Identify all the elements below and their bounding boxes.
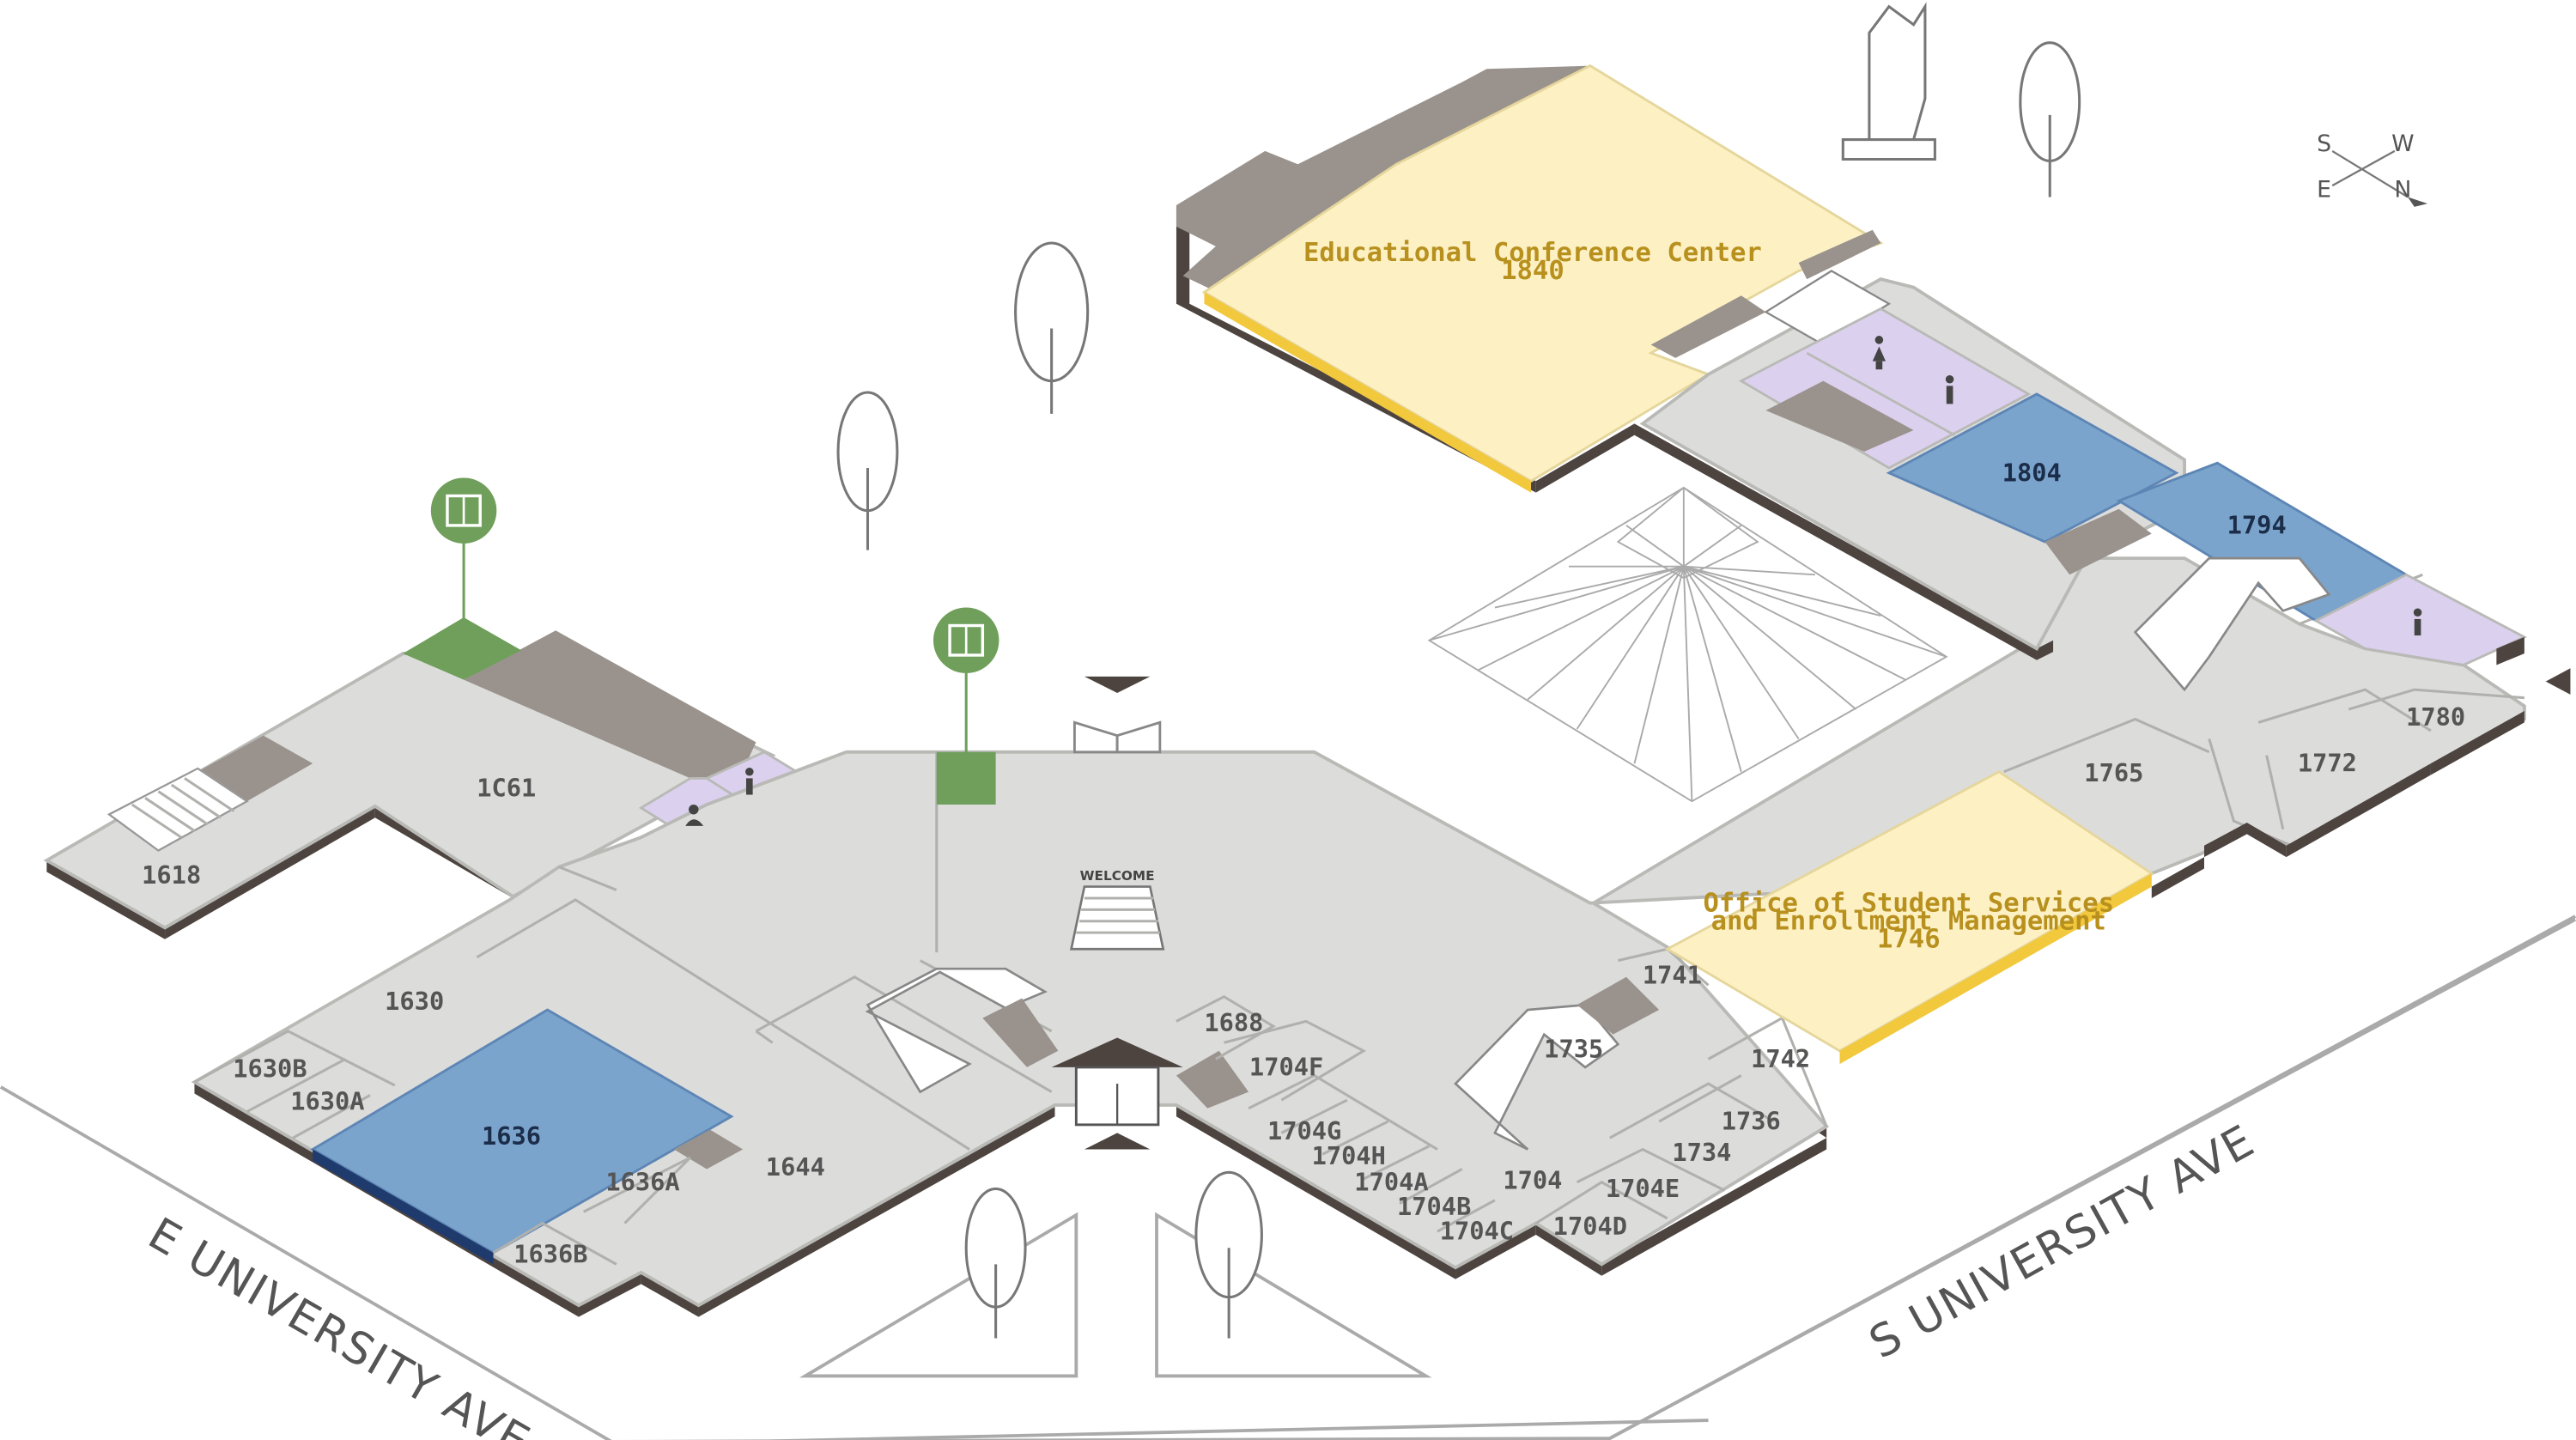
conference-name-label: Educational Conference Center [1303,238,1762,268]
women-restroom-icon [1872,336,1886,370]
conference-room-label: 1840 [1501,256,1564,286]
room-label: 1735 [1544,1034,1603,1063]
room-label: 1704C [1440,1217,1514,1246]
nursing-room-icon [685,804,704,826]
lawn-left [799,1212,1078,1378]
stair-east [1454,1003,1620,1151]
conference-service [1176,65,1594,296]
west-wing-service [464,630,756,779]
room-label: 1704G [1267,1116,1341,1145]
entrance-arrow-icon [1084,676,1151,693]
men-restroom-icon [1945,374,1954,404]
welcome-desk [1069,885,1165,951]
compass-w: W [2391,131,2414,157]
elevator-tile-center [936,751,996,805]
room-label: 1636B [513,1239,587,1268]
elevator-icon[interactable] [430,477,497,644]
room-label: 1688 [1204,1008,1263,1037]
men-restroom-icon [745,767,754,795]
room-label: 1780 [2406,702,2465,732]
elevator-tile-west [403,617,522,680]
room-1636[interactable] [310,1008,734,1255]
room-label: 1C61 [477,773,536,802]
room-label: 1630B [233,1054,307,1083]
street-edge-west [0,1085,612,1440]
compass-n: N [2394,176,2411,203]
compass-e: E [2317,176,2331,203]
room-label: 1630A [290,1087,364,1116]
room-labels: 1618 1C61 1630 1630B 1630A 1636 1636A 16… [142,458,2465,1268]
tree-icon [964,1187,1027,1339]
atrium-skylight [1427,486,1948,803]
north-wing [1176,64,2528,898]
room-label: 1736 [1722,1107,1781,1136]
room-label: 1704D [1553,1212,1627,1241]
room-label: 1704E [1606,1174,1680,1203]
street-curb-2 [1608,914,2576,1440]
streets [0,914,2576,1440]
room-label: 1644 [766,1152,825,1182]
main-floor-shape [191,556,2526,1308]
entrance-arrow-icon [2545,668,2571,695]
stair-west [106,767,249,852]
stair-northeast [2133,556,2331,692]
room-label: 1704F [1249,1052,1323,1081]
room-label: 1734 [1672,1138,1731,1167]
room-1804[interactable] [1886,392,2179,544]
street-label-south-university: S UNIVERSITY AVE [1862,1115,2264,1370]
room-label: 1704H [1312,1141,1386,1170]
room-label: 1618 [142,860,201,890]
room-label: 1765 [2084,758,2143,787]
elevator-icon[interactable] [933,607,999,756]
room-1840-conference[interactable] [1201,64,1884,483]
room-label: 1704B [1397,1192,1471,1221]
room-label: 1636A [605,1167,679,1196]
men-restroom-icon [2413,608,2422,636]
student-services-label-2: and Enrollment Management [1711,906,2106,936]
room-label: 1704 [1503,1165,1562,1194]
room-label: 1704A [1354,1167,1428,1196]
stair-center [865,967,1048,1094]
room-label: 1794 [2227,510,2287,539]
compass-icon: S W E N [2317,131,2428,207]
room-label: 1741 [1643,960,1702,989]
student-services-room-label: 1746 [1877,924,1941,954]
tree-icon [836,391,899,550]
statue-icon [1841,2,1936,161]
room-label: 1636 [482,1121,541,1151]
tree-icon [1194,1170,1263,1339]
entrance-arrow-icon [1084,1133,1151,1150]
room-label: 1772 [2298,749,2357,778]
student-services-label-1: Office of Student Services [1703,888,2114,918]
welcome-text: WELCOME [1080,868,1155,884]
lawn-right [1155,1212,1432,1378]
room-label: 1742 [1751,1044,1810,1073]
stair-north [1764,270,1892,346]
main-floor: WELCOME [191,556,2526,1317]
tree-icon [2019,41,2081,197]
tree-icon [1014,241,1090,414]
compass-s: S [2317,131,2331,157]
room-label: 1630 [385,987,444,1016]
room-label: 1804 [2002,458,2062,487]
street-curb [747,1419,1709,1440]
